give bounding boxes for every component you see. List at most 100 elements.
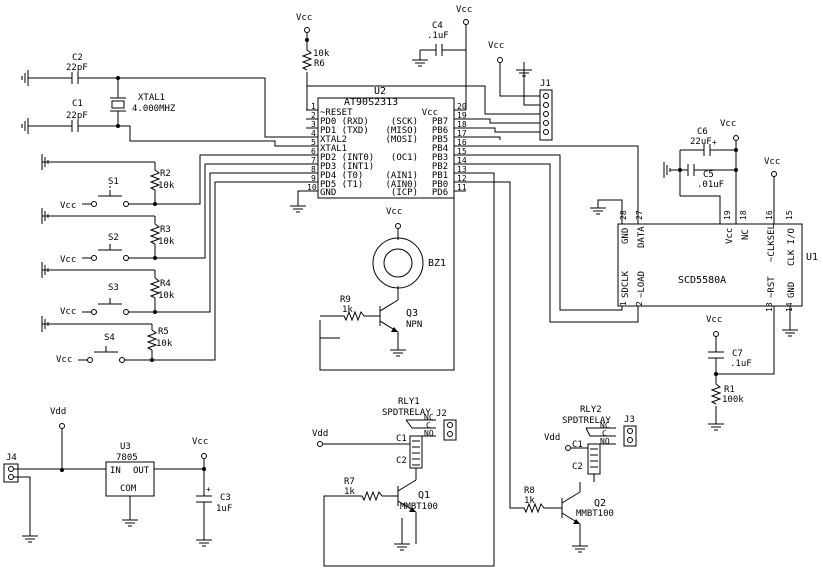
r8-ref: R8: [524, 486, 535, 496]
vdd-label-rly2: Vdd: [544, 433, 560, 443]
vcc-label-c7: Vcc: [706, 315, 722, 325]
s2-ref: S2: [108, 233, 119, 243]
u2-pin-1-name: ~RESET: [320, 108, 353, 118]
c5-ref: C5: [703, 170, 714, 180]
u2-pin-8-name: PD4 (T0): [320, 171, 363, 181]
s4-ref: S4: [104, 333, 115, 343]
switch-s4: R5 10k S4 Vcc: [41, 181, 306, 365]
u2-pin-10-name: GND: [320, 188, 336, 198]
u2-pin-19-port: PB7: [432, 117, 448, 127]
c2-value: 22pF: [66, 63, 88, 73]
u1-pin-gnd-bot: GND: [787, 282, 797, 298]
u1-pin-28-num: 28: [619, 210, 628, 220]
c4-value: .1uF: [427, 31, 449, 41]
u1-pin-15-num: 15: [785, 210, 794, 220]
rly1-c1: C1: [396, 434, 407, 444]
u2-pin-13-port: PB1: [432, 171, 448, 181]
r5-ref: R5: [158, 327, 169, 337]
relay-1-circuit: RLY1 SPDTRELAY NC C NO C1 C2 J2 Vdd Q1 M…: [312, 172, 495, 567]
vcc-label-r6: Vcc: [296, 13, 312, 23]
u1-pin-16-num: 16: [765, 210, 774, 220]
c6-ref: C6: [697, 127, 708, 137]
u2-pin-12-num: 12: [457, 174, 467, 183]
u1-pin-clkio: CLK I/O: [787, 228, 797, 266]
r6-value: 10k: [313, 49, 330, 59]
j1-ref: J1: [540, 79, 551, 89]
vcc-label-c4: Vcc: [456, 5, 472, 15]
q1-ref: Q1: [418, 490, 430, 501]
vcc-label-clksel: Vcc: [764, 157, 780, 167]
u2-pin-20-num: 20: [457, 102, 467, 111]
relay-2-circuit: RLY2 SPDTRELAY NC C NO C1 C2 J3 Vdd Q2 M…: [466, 181, 637, 553]
u2-pin-19-num: 19: [457, 111, 467, 120]
power-supply: Vdd J4 U3 7805 IN OUT COM Vcc + C3 1uF: [3, 407, 232, 547]
vcc-label-j1: Vcc: [488, 41, 504, 51]
u3-out: OUT: [133, 466, 150, 476]
c4-decoupling: Vcc C4 .1uF: [412, 5, 472, 110]
vcc-label-s4: Vcc: [56, 355, 72, 365]
crystal-circuit: C2 22pF C1 22pF XTAL1 4.000MHZ: [21, 53, 306, 147]
buzzer-circuit: Vcc BZ1 Q3 NPN R9 1k: [319, 191, 455, 371]
j4-ref: J4: [6, 453, 17, 463]
u3-ref: U3: [120, 442, 131, 452]
u2-pin-16-port: PB4: [432, 144, 448, 154]
u1-pin-1-num: 1: [619, 301, 628, 306]
rly1-type: SPDTRELAY: [382, 408, 431, 418]
u1-ref: U1: [806, 252, 818, 263]
u2-pin-11-num: 11: [457, 183, 467, 192]
r2-value: 10k: [158, 181, 175, 191]
r6-ref: R6: [314, 59, 325, 69]
u2-pin-7-name: PD3 (INT1): [320, 162, 374, 172]
u2-pin-3-name: PD1 (TXD): [320, 126, 369, 136]
u2-pin-3-num: 3: [311, 120, 316, 129]
u2-pin-4-name: XTAL2: [320, 135, 347, 145]
u2-pin-17-name: (MOSI): [385, 135, 418, 145]
u2-pin-13-num: 13: [457, 165, 467, 174]
u2-pin-15-name: (OC1): [391, 153, 418, 163]
r9-ref: R9: [340, 295, 351, 305]
xtal1-ref: XTAL1: [138, 93, 165, 103]
bz1-ref: BZ1: [428, 258, 446, 269]
u1-pin-nc: NC: [741, 229, 751, 240]
u1-pin-vcc: Vcc: [725, 228, 735, 244]
rly1-nc: NC: [424, 413, 434, 422]
u1-pin-19-num: 19: [723, 210, 732, 220]
u2-pin-4-num: 4: [311, 129, 316, 138]
u1-pin-18-num: 18: [739, 210, 748, 220]
u2-pin-9-name: PD5 (T1): [320, 180, 363, 190]
u2-pin-18-port: PB6: [432, 126, 448, 136]
r5-value: 10k: [156, 339, 173, 349]
rly1-c2: C2: [396, 456, 407, 466]
u2-pin-1-num: 1: [311, 102, 316, 111]
r9-value: 1k: [342, 305, 353, 315]
svg-text:+: +: [206, 485, 211, 494]
u2-pin-18-num: 18: [457, 120, 467, 129]
rly2-no: NO: [600, 437, 610, 446]
u3-in: IN: [110, 466, 121, 476]
u1-pin-2-num: 2: [635, 301, 644, 306]
c1-value: 22pF: [66, 111, 88, 121]
vcc-label-s3: Vcc: [60, 307, 76, 317]
rly2-c: C: [602, 429, 607, 438]
r7-ref: R7: [344, 477, 355, 487]
q2-type: MMBT100: [576, 509, 614, 519]
c3-ref: C3: [220, 493, 231, 503]
svg-text:+: +: [712, 138, 717, 147]
u2-pin-17-port: PB5: [432, 135, 448, 145]
u3-com: COM: [120, 484, 137, 494]
r4-ref: R4: [160, 279, 171, 289]
r6-reset-pullup: Vcc 10k R6: [296, 13, 330, 110]
c7-ref: C7: [732, 349, 743, 359]
rly2-type: SPDTRELAY: [562, 416, 611, 426]
u3-part: 7805: [116, 453, 138, 463]
u2-pin-14-num: 14: [457, 156, 467, 165]
r1-value: 100k: [722, 395, 744, 405]
c7-value: .1uF: [730, 359, 752, 369]
u2-pin-2-num: 2: [311, 111, 316, 120]
c1-ref: C1: [72, 99, 83, 109]
c2-ref: C2: [72, 53, 83, 63]
u2-pin-20-name: Vcc: [422, 108, 438, 118]
u2-pin-5-num: 5: [311, 138, 316, 147]
u2-pin-10-num: 10: [307, 183, 317, 192]
u2-microcontroller: U2 AT90S2313 1 ~RESET 2 PD0 (RXD) 3 PD1 …: [306, 86, 467, 199]
